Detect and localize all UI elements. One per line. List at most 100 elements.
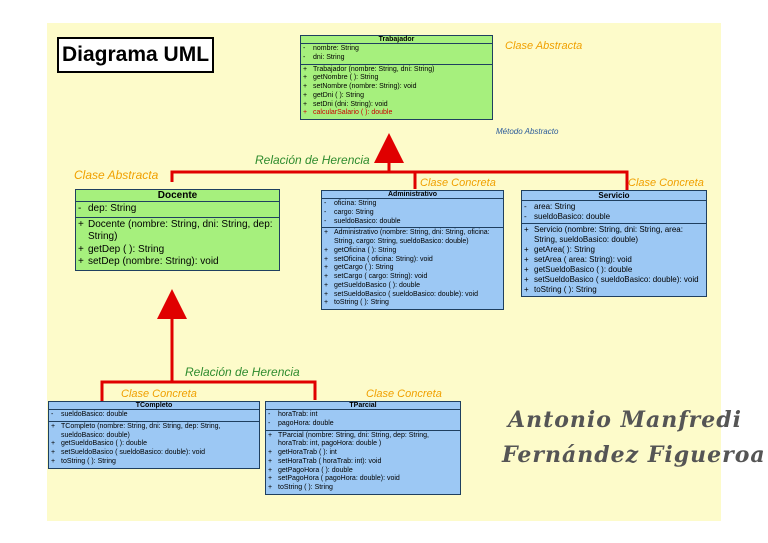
method-row: + Administrativo (nombre: String, dni: St…: [324, 229, 501, 247]
methods-section: + Administrativo (nombre: String, dni: St…: [322, 228, 503, 309]
method-row: + getOficina ( ): String: [324, 247, 501, 256]
method-text: setSueldoBasico ( sueldoBasico: double):…: [534, 275, 699, 284]
visibility-marker: -: [303, 45, 306, 52]
attribute-text: sueldoBasico: double: [334, 217, 401, 225]
attribute-row: -sueldoBasico: double: [51, 411, 257, 420]
label-concrete-class-administrativo: Clase Concreta: [420, 177, 496, 189]
diagram-title: Diagrama UML: [57, 37, 214, 73]
method-row: +getArea( ): String: [524, 245, 704, 255]
method-text: getDep ( ): String: [88, 243, 165, 255]
visibility-marker: +: [268, 431, 273, 439]
label-inheritance-bottom: Relación de Herencia: [185, 365, 300, 379]
visibility-marker: +: [303, 91, 308, 99]
visibility-marker: -: [324, 200, 327, 207]
method-text: toString ( ): String: [334, 299, 389, 307]
attribute-row: -horaTrab: int: [268, 411, 458, 420]
method-row: + setArea ( area: String): void: [524, 255, 704, 265]
method-row: +setPagoHora ( pagoHora: double): void: [268, 475, 458, 484]
method-row: +getSueldoBasico ( ): double: [324, 282, 501, 291]
class-name: TParcial: [266, 402, 460, 410]
method-row: +setSueldoBasico ( sueldoBasico: double)…: [324, 291, 501, 300]
attribute-row: -cargo: String: [324, 209, 501, 218]
visibility-marker: +: [268, 457, 273, 465]
method-text: getCargo ( ): String: [334, 264, 394, 272]
visibility-marker: +: [324, 299, 329, 307]
visibility-marker: +: [268, 475, 273, 483]
methods-section: + Servicio (nombre: String, dni: String, …: [522, 224, 706, 296]
attribute-row: -dni: String: [303, 54, 490, 63]
class-name: Administrativo: [322, 191, 503, 199]
attributes-section: -area: String-sueldoBasico: double: [522, 201, 706, 224]
class-docente: Docente-dep: String+Docente (nombre: Str…: [75, 189, 280, 271]
author-line1: Antonio Manfredi: [508, 407, 742, 433]
visibility-marker: +: [524, 255, 529, 264]
method-text: TParcial (nombre: String, dni: String, d…: [278, 431, 429, 448]
method-row: +setSueldoBasico ( sueldoBasico: double)…: [51, 449, 257, 458]
visibility-marker: +: [303, 74, 308, 82]
visibility-marker: +: [268, 484, 273, 491]
visibility-marker: +: [78, 243, 84, 255]
label-concrete-class-tparcial: Clase Concreta: [366, 388, 442, 400]
method-text: getSueldoBasico ( ): double: [61, 440, 147, 448]
visibility-marker: +: [524, 265, 529, 274]
visibility-marker: +: [268, 449, 273, 456]
visibility-marker: +: [268, 466, 273, 474]
method-row: + toString ( ): String: [324, 299, 501, 308]
visibility-marker: +: [303, 100, 308, 108]
visibility-marker: +: [303, 83, 308, 90]
visibility-marker: -: [268, 419, 271, 427]
method-text: toString ( ): String: [61, 457, 116, 465]
label-concrete-class-servicio: Clase Concreta: [628, 177, 704, 189]
attribute-text: pagoHora: double: [278, 419, 334, 427]
method-text: Servicio (nombre: String, dni: String, a…: [534, 225, 683, 244]
label-concrete-class-tcompleto: Clase Concreta: [121, 388, 197, 400]
visibility-marker: +: [51, 422, 56, 430]
class-servicio: Servicio-area: String-sueldoBasico: doub…: [521, 190, 707, 297]
label-abstract-class-docente: Clase Abstracta: [74, 168, 159, 182]
methods-section: + Trabajador (nombre: String, dni: String…: [301, 65, 492, 120]
method-row: +toString ( ): String: [524, 285, 704, 295]
method-row: + getDep ( ): String: [78, 244, 277, 257]
visibility-marker: +: [324, 290, 329, 298]
method-row: +setDep (nombre: String): void: [78, 256, 277, 269]
method-text: setOficina ( oficina: String): void: [334, 255, 433, 263]
visibility-marker: +: [78, 256, 84, 267]
attribute-text: horaTrab: int: [278, 411, 318, 418]
method-text: setSueldoBasico ( sueldoBasico: double):…: [61, 449, 205, 456]
visibility-marker: -: [78, 203, 82, 214]
attribute-text: cargo: String: [334, 208, 374, 216]
inheritance-line-trabajador: [170, 170, 629, 190]
method-row: +setDni (dni: String): void: [303, 101, 490, 110]
method-text: Trabajador (nombre: String, dni: String): [313, 65, 435, 73]
visibility-marker: +: [51, 440, 56, 448]
visibility-marker: +: [324, 229, 329, 237]
method-row: +calcularSalario ( ): double: [303, 109, 490, 118]
method-text: setHoraTrab ( horaTrab: int): void: [278, 457, 382, 465]
visibility-marker: +: [51, 457, 56, 465]
attribute-text: dni: String: [313, 53, 345, 61]
method-text: Administrativo (nombre: String, dni: Str…: [334, 229, 490, 245]
method-text: setArea ( area: String): void: [534, 255, 632, 264]
class-trabajador: Trabajador-nombre: String-dni: String+Tr…: [300, 35, 493, 120]
method-text: getSueldoBasico ( ): double: [334, 281, 420, 289]
method-row: +toString ( ): String: [268, 484, 458, 493]
visibility-marker: +: [324, 246, 329, 254]
methods-section: +Docente (nombre: String, dni: String, d…: [76, 218, 279, 270]
method-text: getArea( ): String: [534, 245, 595, 254]
label-abstract-method: Método Abstracto: [496, 127, 559, 136]
attribute-text: dep: String: [88, 203, 137, 214]
visibility-marker: -: [324, 208, 327, 216]
method-row: +setSueldoBasico ( sueldoBasico: double)…: [524, 275, 704, 285]
visibility-marker: +: [524, 285, 529, 294]
attribute-row: -pagoHora: double: [268, 420, 458, 429]
method-row: +getHoraTrab ( ): int: [268, 449, 458, 458]
method-text: getOficina ( ): String: [334, 246, 397, 254]
method-text: calcularSalario ( ): double: [313, 109, 393, 117]
visibility-marker: -: [524, 202, 527, 211]
visibility-marker: -: [524, 212, 527, 221]
method-text: setCargo ( cargo: String): void: [334, 273, 428, 280]
visibility-marker: -: [51, 411, 54, 418]
method-row: +getDni ( ): String: [303, 92, 490, 101]
method-row: +getPagoHora ( ): double: [268, 467, 458, 476]
